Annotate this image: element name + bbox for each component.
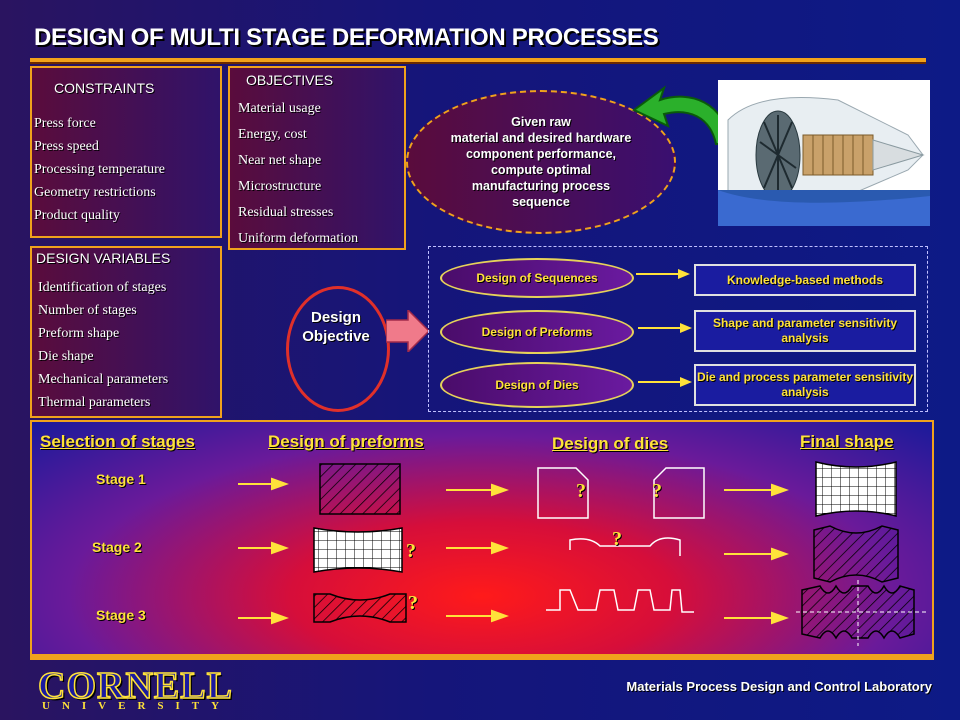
stage-1-label: Stage 1 [96, 471, 146, 487]
list-item: Microstructure [238, 179, 322, 194]
list-item: Material usage [238, 101, 321, 116]
curved-arrow-icon [632, 85, 732, 145]
constraints-list: Press force Press speed Processing tempe… [34, 112, 165, 227]
list-item: Energy, cost [238, 127, 307, 142]
list-item: Residual stresses [238, 205, 334, 220]
objectives-list: Material usage Energy, cost Near net sha… [238, 96, 358, 252]
arrow-right-icon [638, 323, 692, 333]
stage-2-label: Stage 2 [92, 539, 142, 555]
list-item: Preform shape [38, 326, 120, 341]
design-variables-heading: DESIGN VARIABLES [36, 250, 171, 266]
list-item: Uniform deformation [238, 231, 359, 246]
die-sensitivity-box: Die and process parameter sensitivity an… [694, 364, 916, 406]
objectives-heading: OBJECTIVES [246, 72, 334, 88]
selection-of-stages-heading: Selection of stages [40, 432, 195, 451]
shape-sensitivity-box: Shape and parameter sensitivity analysis [694, 310, 916, 352]
stages-panel-shadow [30, 656, 934, 660]
jet-engine-image [718, 80, 930, 226]
design-preforms-oval: Design of Preforms [440, 310, 634, 354]
arrow-right-icon [636, 269, 690, 279]
goal-line: material and desired hardware [450, 131, 632, 145]
design-variables-box: DESIGN VARIABLES Identification of stage… [30, 246, 222, 418]
page-title: DESIGN OF MULTI STAGE DEFORMATION PROCES… [34, 24, 659, 51]
design-objective-line: Design [310, 309, 361, 326]
list-item: Product quality [34, 208, 120, 223]
cornell-logo: CORNELL [37, 664, 233, 708]
title-underline [30, 58, 926, 62]
question-mark: ? [612, 528, 622, 550]
list-item: Die shape [38, 349, 94, 364]
question-mark: ? [406, 540, 416, 562]
design-methods-panel [428, 246, 928, 412]
constraints-heading: CONSTRAINTS [54, 80, 155, 96]
stage-3-label: Stage 3 [96, 607, 146, 623]
constraints-box: CONSTRAINTS Press force Press speed Proc… [30, 66, 222, 238]
stages-diagram [238, 461, 926, 646]
list-item: Geometry restrictions [34, 185, 156, 200]
list-item: Processing temperature [34, 162, 166, 177]
list-item: Near net shape [238, 153, 322, 168]
list-item: Identification of stages [38, 280, 167, 295]
design-objective-line: Objective [302, 328, 370, 345]
final-shape-heading: Final shape [800, 432, 894, 451]
goal-line: manufacturing process [471, 179, 611, 193]
design-sequences-oval: Design of Sequences [440, 258, 634, 298]
cornell-logo-subtitle: UNIVERSITY [42, 700, 232, 712]
goal-line: sequence [512, 195, 570, 209]
question-mark: ? [576, 480, 586, 502]
design-dies-oval: Design of Dies [440, 362, 634, 408]
list-item: Thermal parameters [38, 395, 151, 410]
list-item: Press speed [34, 139, 99, 154]
goal-line: component performance, [465, 147, 617, 161]
design-variables-list: Identification of stages Number of stage… [38, 276, 168, 414]
list-item: Press force [34, 116, 96, 131]
goal-line: Given raw [511, 115, 571, 129]
design-objective-oval [286, 286, 390, 412]
list-item: Number of stages [38, 303, 137, 318]
goal-oval: Given raw material and desired hardware … [406, 90, 676, 234]
design-objective-label: Design Objective [290, 308, 382, 346]
objectives-box: OBJECTIVES Material usage Energy, cost N… [228, 66, 406, 250]
design-of-dies-heading: Design of dies [552, 434, 669, 453]
list-item: Mechanical parameters [38, 372, 169, 387]
arrow-right-icon [638, 377, 692, 387]
question-mark: ? [408, 592, 418, 614]
footer-lab-name: Materials Process Design and Control Lab… [626, 679, 932, 694]
goal-line: compute optimal [490, 163, 591, 177]
knowledge-methods-box: Knowledge-based methods [694, 264, 916, 296]
question-mark: ? [652, 480, 662, 502]
design-of-preforms-heading: Design of preforms [268, 432, 424, 451]
arrow-right-icon [386, 310, 430, 352]
